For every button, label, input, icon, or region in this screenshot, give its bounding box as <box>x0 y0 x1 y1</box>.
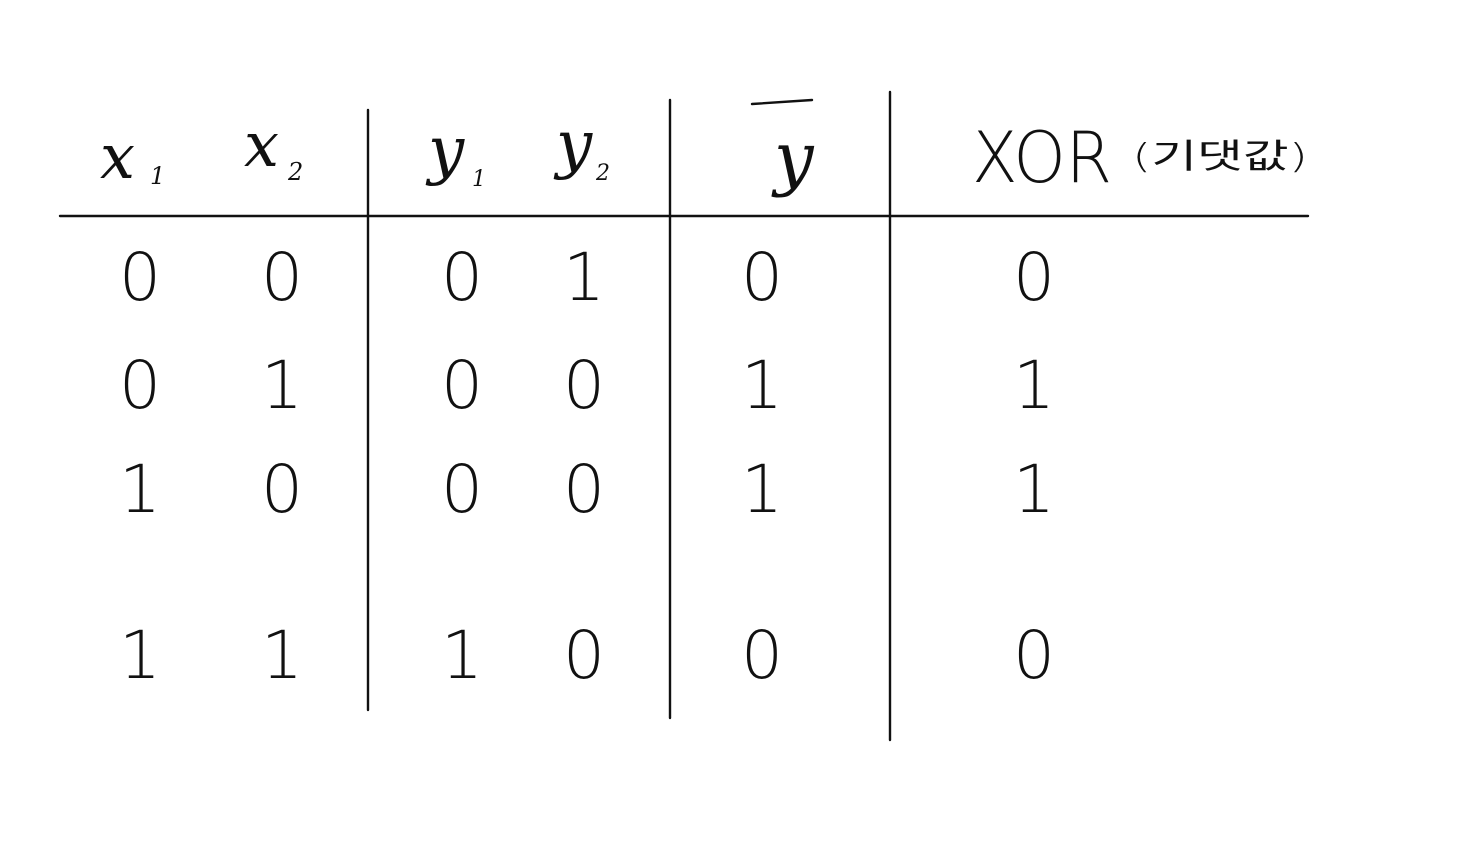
header-xor-main: XOR <box>972 117 1112 199</box>
cell-y1: 0 <box>441 347 483 424</box>
header-y1: y 1 <box>425 114 486 192</box>
header-y1-main: y <box>425 114 465 188</box>
ybar-overline <box>750 98 814 106</box>
header-x2-main: x <box>244 108 279 181</box>
cell-xor: 1 <box>1013 451 1055 528</box>
header-xor: XOR (기댓값) <box>972 117 1308 199</box>
cell-xor: 1 <box>1013 347 1055 424</box>
cell-y1: 0 <box>441 451 483 528</box>
header-x2-sub: 2 <box>287 158 303 186</box>
cell-x2: 1 <box>261 617 303 694</box>
cell-x1: 1 <box>119 617 161 694</box>
cell-ybar: 0 <box>741 617 783 694</box>
cell-y2: 0 <box>563 451 605 528</box>
table-row: 0 1 0 0 1 1 <box>119 347 1055 424</box>
header-y1-sub: 1 <box>472 167 486 192</box>
cell-ybar: 1 <box>741 347 783 424</box>
header-x1: x 1 <box>100 120 165 193</box>
cell-xor: 0 <box>1013 617 1055 694</box>
cell-y1: 1 <box>441 617 483 694</box>
cell-y1: 0 <box>441 239 483 316</box>
header-y2-main: y <box>553 108 593 182</box>
table-body: 0 0 0 1 0 0 0 1 0 0 1 1 1 0 0 0 1 1 1 1 1 0 0 0 <box>119 239 1055 694</box>
cell-ybar: 1 <box>741 451 783 528</box>
table-row: 1 0 0 0 1 1 <box>119 451 1055 528</box>
cell-x1: 0 <box>119 347 161 424</box>
cell-xor: 0 <box>1013 239 1055 316</box>
cell-y2: 0 <box>563 617 605 694</box>
cell-x1: 1 <box>119 451 161 528</box>
table-row: 1 1 1 0 0 0 <box>119 617 1055 694</box>
cell-x1: 0 <box>119 239 161 316</box>
table-row: 0 0 0 1 0 0 <box>119 239 1055 316</box>
cell-ybar: 0 <box>741 239 783 316</box>
cell-x2: 0 <box>261 451 303 528</box>
header-xor-note: (기댓값) <box>1132 137 1308 177</box>
header-ybar: y <box>750 98 815 199</box>
header-y2: y 2 <box>553 108 610 186</box>
cell-x2: 0 <box>261 239 303 316</box>
header-y2-sub: 2 <box>595 161 610 186</box>
header-x1-sub: 1 <box>150 162 165 190</box>
header-x2: x 2 <box>244 108 303 186</box>
header-x1-main: x <box>100 120 135 193</box>
cell-y2: 1 <box>563 239 605 316</box>
cell-y2: 0 <box>563 347 605 424</box>
cell-x2: 1 <box>261 347 303 424</box>
header-ybar-main: y <box>771 117 815 199</box>
